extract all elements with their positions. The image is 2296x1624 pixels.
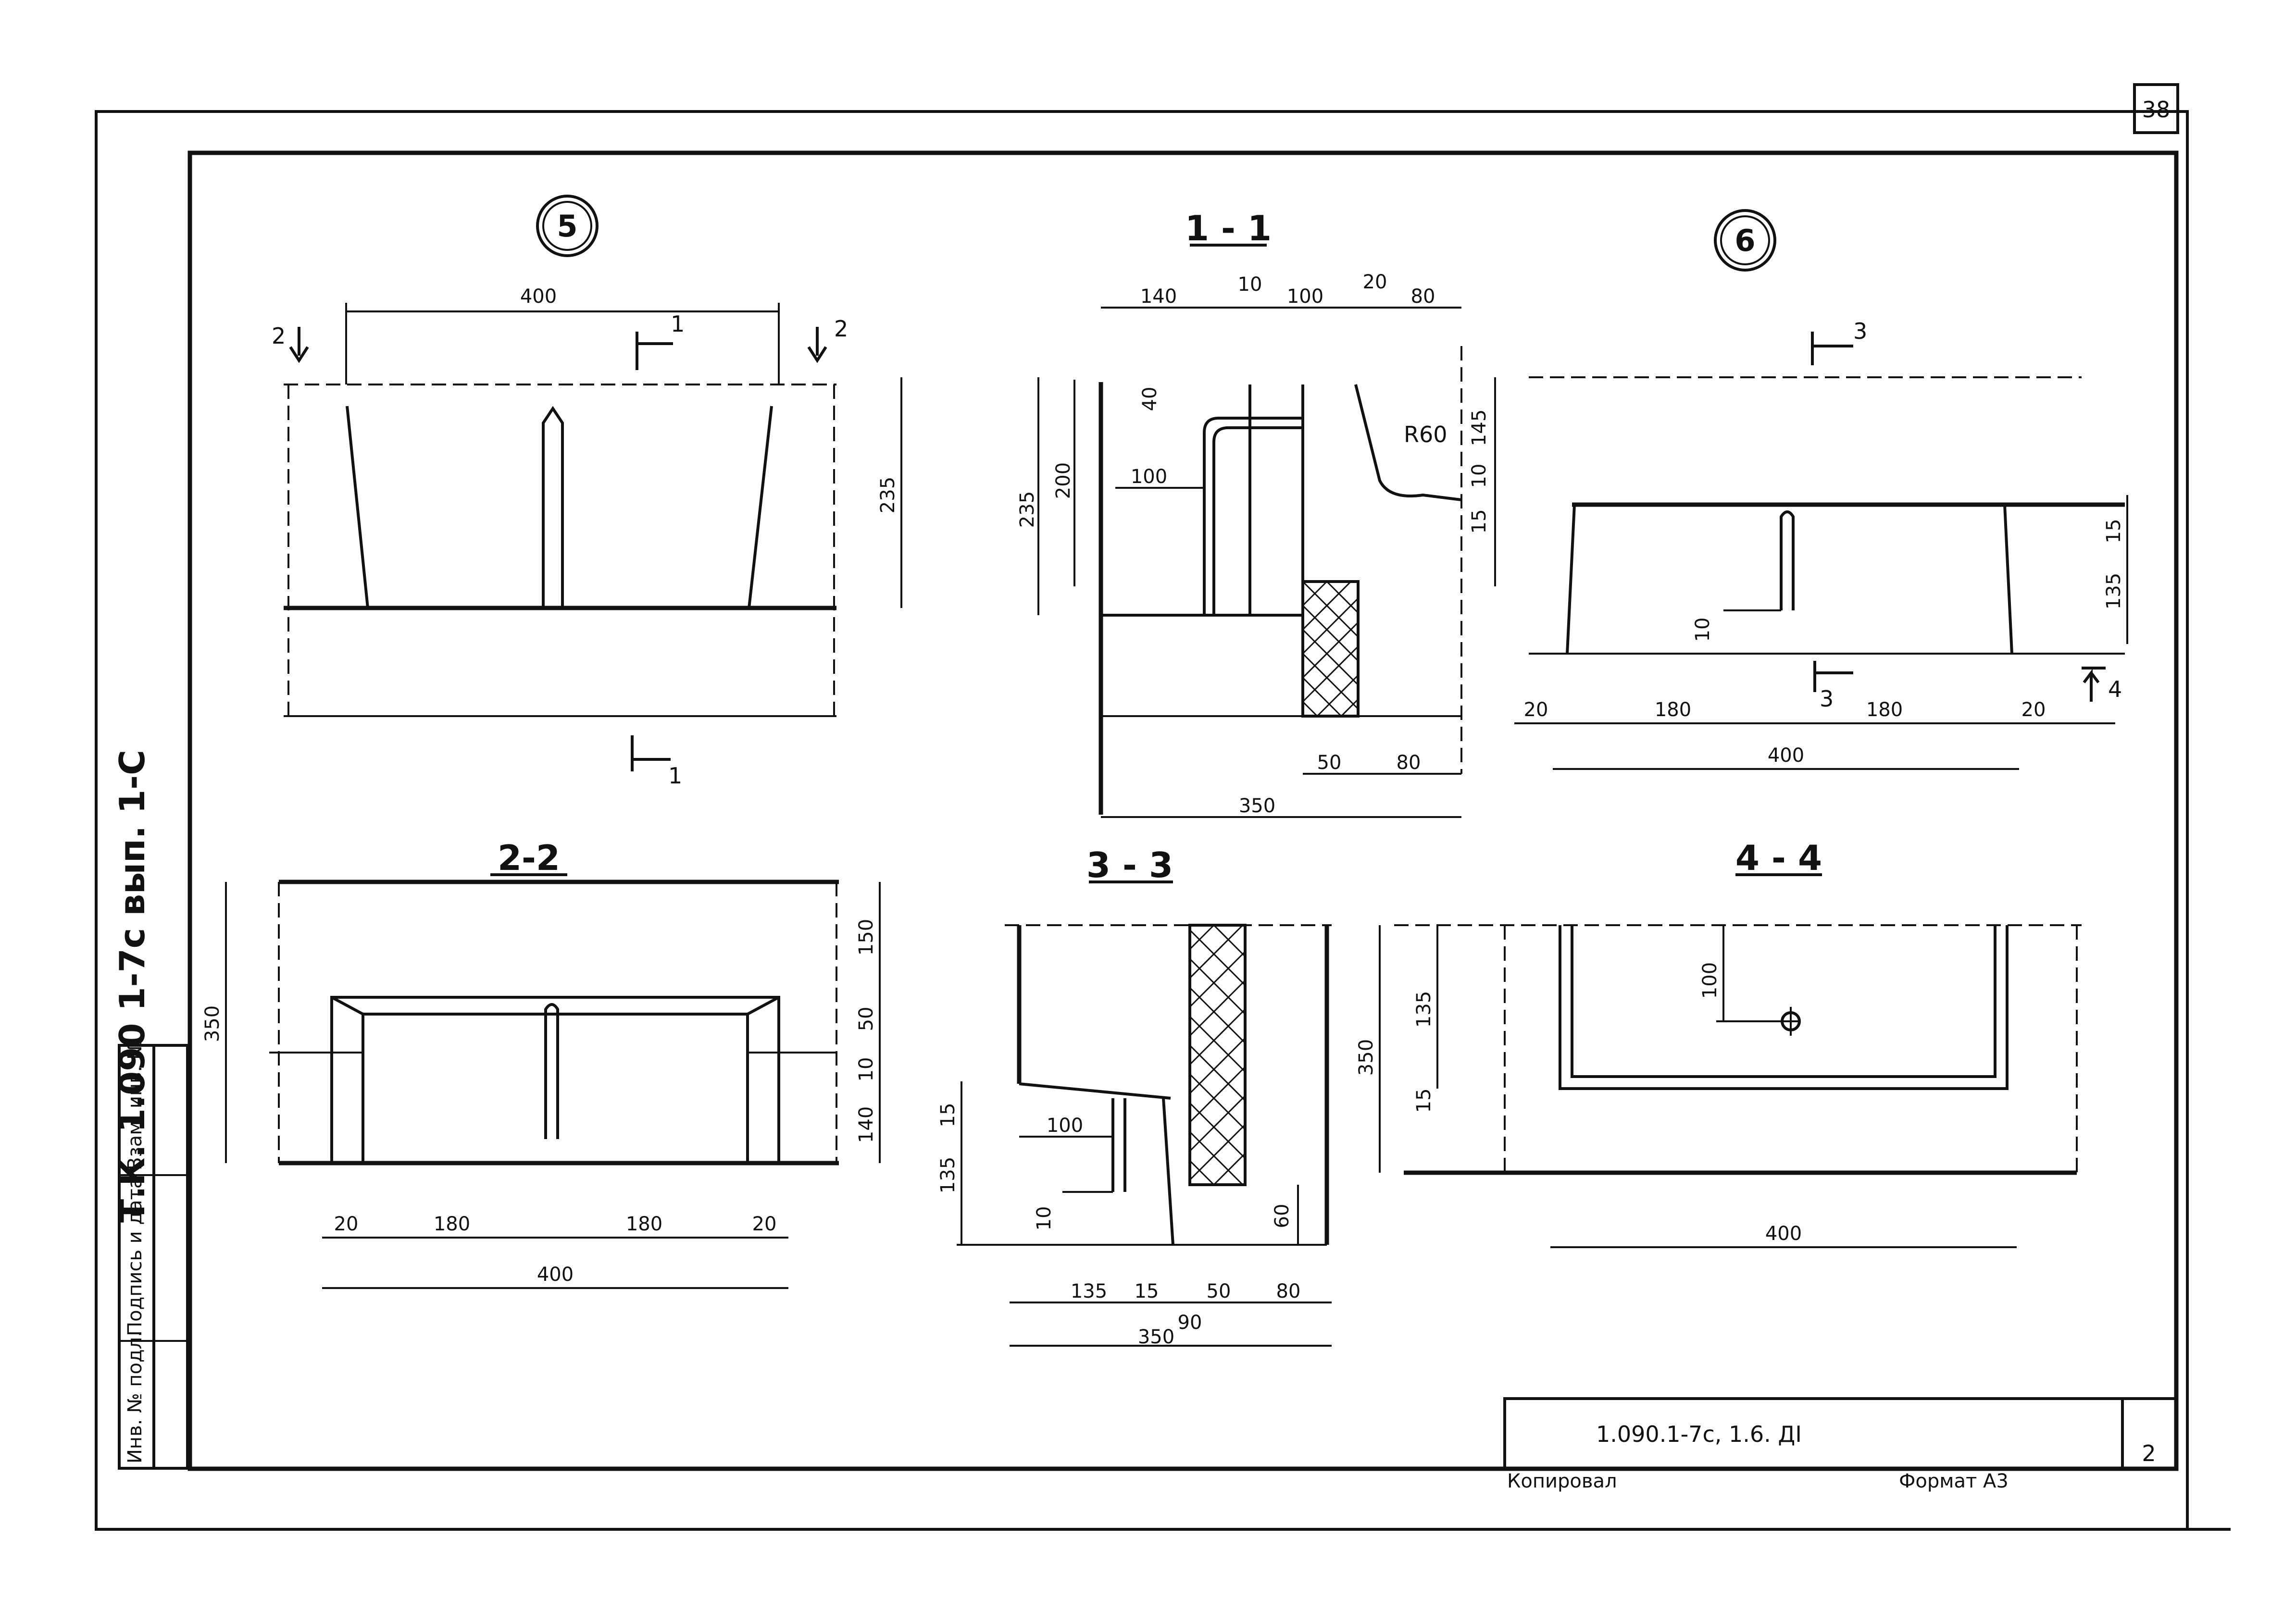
view-5-marker-circle [536, 195, 599, 257]
s11-dim-80b: 80 [1397, 752, 1421, 774]
side-table-cell-1: Инв. № подл. [124, 1331, 146, 1463]
side-table-cell-2: Подпись и дата [124, 1177, 146, 1336]
v6-dim-180b: 180 [1866, 699, 1903, 721]
section-3-3: 3 - 3 15 135 100 10 60 135 [937, 845, 1332, 1348]
v6-dim-400: 400 [1768, 744, 1804, 767]
s33-dim-80: 80 [1276, 1280, 1301, 1302]
section-4-4: 4 - 4 100 350 135 15 400 [1355, 838, 2082, 1248]
s33-dim-135: 135 [937, 1157, 959, 1193]
section-1-1: 1 - 1 140 10 100 20 80 235 [1016, 208, 1496, 818]
s11-dim-80: 80 [1411, 285, 1435, 308]
view-6-marker: 6 [1734, 223, 1755, 258]
side-table-cell-3: Взам. инв. № [124, 1040, 146, 1170]
s11-dim-100b: 100 [1131, 466, 1167, 488]
view-5-dim-top: 400 [520, 285, 557, 308]
s11-dim-100: 100 [1287, 285, 1323, 308]
s33-dim-60: 60 [1271, 1204, 1293, 1228]
page-number: 38 [2142, 97, 2171, 123]
view-6: 6 10 15 135 20 180 180 20 400 3 3 4 [1514, 209, 2128, 770]
cut-3-top: 3 [1853, 318, 1867, 344]
s33-dim-90: 90 [1178, 1312, 1202, 1334]
s33-dim-100: 100 [1047, 1115, 1083, 1137]
s22-dim-140: 140 [855, 1106, 877, 1143]
s33-dim-350: 350 [1138, 1326, 1174, 1348]
s22-dim-20b: 20 [752, 1213, 777, 1235]
cut-1-bottom: 1 [668, 763, 682, 789]
section-2-2-title: 2-2 [498, 838, 560, 878]
s11-dim-10: 10 [1238, 273, 1262, 296]
s44-dim-100: 100 [1699, 962, 1721, 999]
s11-radius: R60 [1404, 421, 1447, 447]
s11-dim-40: 40 [1139, 387, 1161, 411]
s11-dim-200: 200 [1052, 462, 1074, 499]
cut-1-top: 1 [671, 311, 685, 337]
cut-3-bottom: 3 [1820, 686, 1834, 712]
section-3-3-title: 3 - 3 [1086, 845, 1173, 885]
s44-dim-15: 15 [1413, 1089, 1435, 1113]
cut-4: 4 [2108, 676, 2122, 702]
s44-dim-400: 400 [1765, 1223, 1802, 1245]
s22-dim-10: 10 [855, 1057, 877, 1082]
s44-dim-135: 135 [1413, 991, 1435, 1028]
cut-2-left: 2 [272, 323, 286, 349]
s11-dim-15: 15 [1468, 509, 1490, 534]
view-5-dim-height: 235 [877, 477, 899, 513]
section-1-1-insulation [1301, 580, 1360, 718]
s33-dim-135b: 135 [1071, 1280, 1107, 1302]
s22-dim-350: 350 [201, 1005, 224, 1042]
s22-dim-50: 50 [855, 1007, 877, 1031]
v6-dim-15: 15 [2103, 519, 2125, 544]
s11-dim-145: 145 [1468, 409, 1490, 446]
s22-dim-180b: 180 [626, 1213, 662, 1235]
v6-dim-20a: 20 [1524, 699, 1548, 721]
outer-frame [95, 110, 2189, 1531]
v6-dim-135: 135 [2103, 573, 2125, 609]
section-1-1-title: 1 - 1 [1185, 208, 1272, 248]
s11-dim-235: 235 [1016, 491, 1038, 528]
s22-dim-150: 150 [855, 919, 877, 955]
s44-dim-350: 350 [1355, 1039, 1377, 1076]
s33-dim-10: 10 [1033, 1206, 1055, 1231]
s33-dim-15b: 15 [1135, 1280, 1159, 1302]
title-block: 1.090.1-7с, 1.6. ДI 2 [1503, 1397, 2178, 1470]
s11-dim-20: 20 [1363, 271, 1387, 293]
view-5-marker: 5 [557, 209, 577, 244]
s11-dim-50: 50 [1317, 752, 1342, 774]
view-6-marker-circle [1714, 209, 1776, 272]
title-block-sheet: 2 [2142, 1440, 2156, 1466]
s22-dim-20a: 20 [334, 1213, 359, 1235]
inner-frame [187, 150, 2179, 1471]
s33-dim-15: 15 [937, 1103, 959, 1128]
s11-dim-10b: 10 [1468, 464, 1490, 488]
section-3-3-insulation [1188, 924, 1247, 1186]
title-block-code: 1.090.1-7с, 1.6. ДI [1596, 1421, 1802, 1447]
v6-dim-180a: 180 [1655, 699, 1691, 721]
section-4-4-title: 4 - 4 [1735, 838, 1822, 878]
s33-dim-50: 50 [1207, 1280, 1231, 1302]
v6-dim-10: 10 [1692, 618, 1714, 642]
cut-2-right: 2 [834, 316, 848, 342]
s11-dim-140: 140 [1140, 285, 1177, 308]
footer-copied: Копировал [1507, 1470, 1617, 1492]
side-table: Инв. № подл. Подпись и дата Взам. инв. № [118, 1040, 189, 1470]
s11-dim-350: 350 [1239, 795, 1275, 817]
s22-dim-180a: 180 [434, 1213, 470, 1235]
v6-dim-20b: 20 [2021, 699, 2046, 721]
s22-dim-400: 400 [537, 1264, 574, 1286]
section-2-2: 2-2 350 150 50 10 140 20 180 180 20 400 [201, 838, 881, 1289]
footer-format: Формат А3 [1899, 1470, 2009, 1492]
view-5: 5 400 235 2 2 1 1 [272, 195, 902, 789]
page-number-box [2133, 83, 2179, 134]
